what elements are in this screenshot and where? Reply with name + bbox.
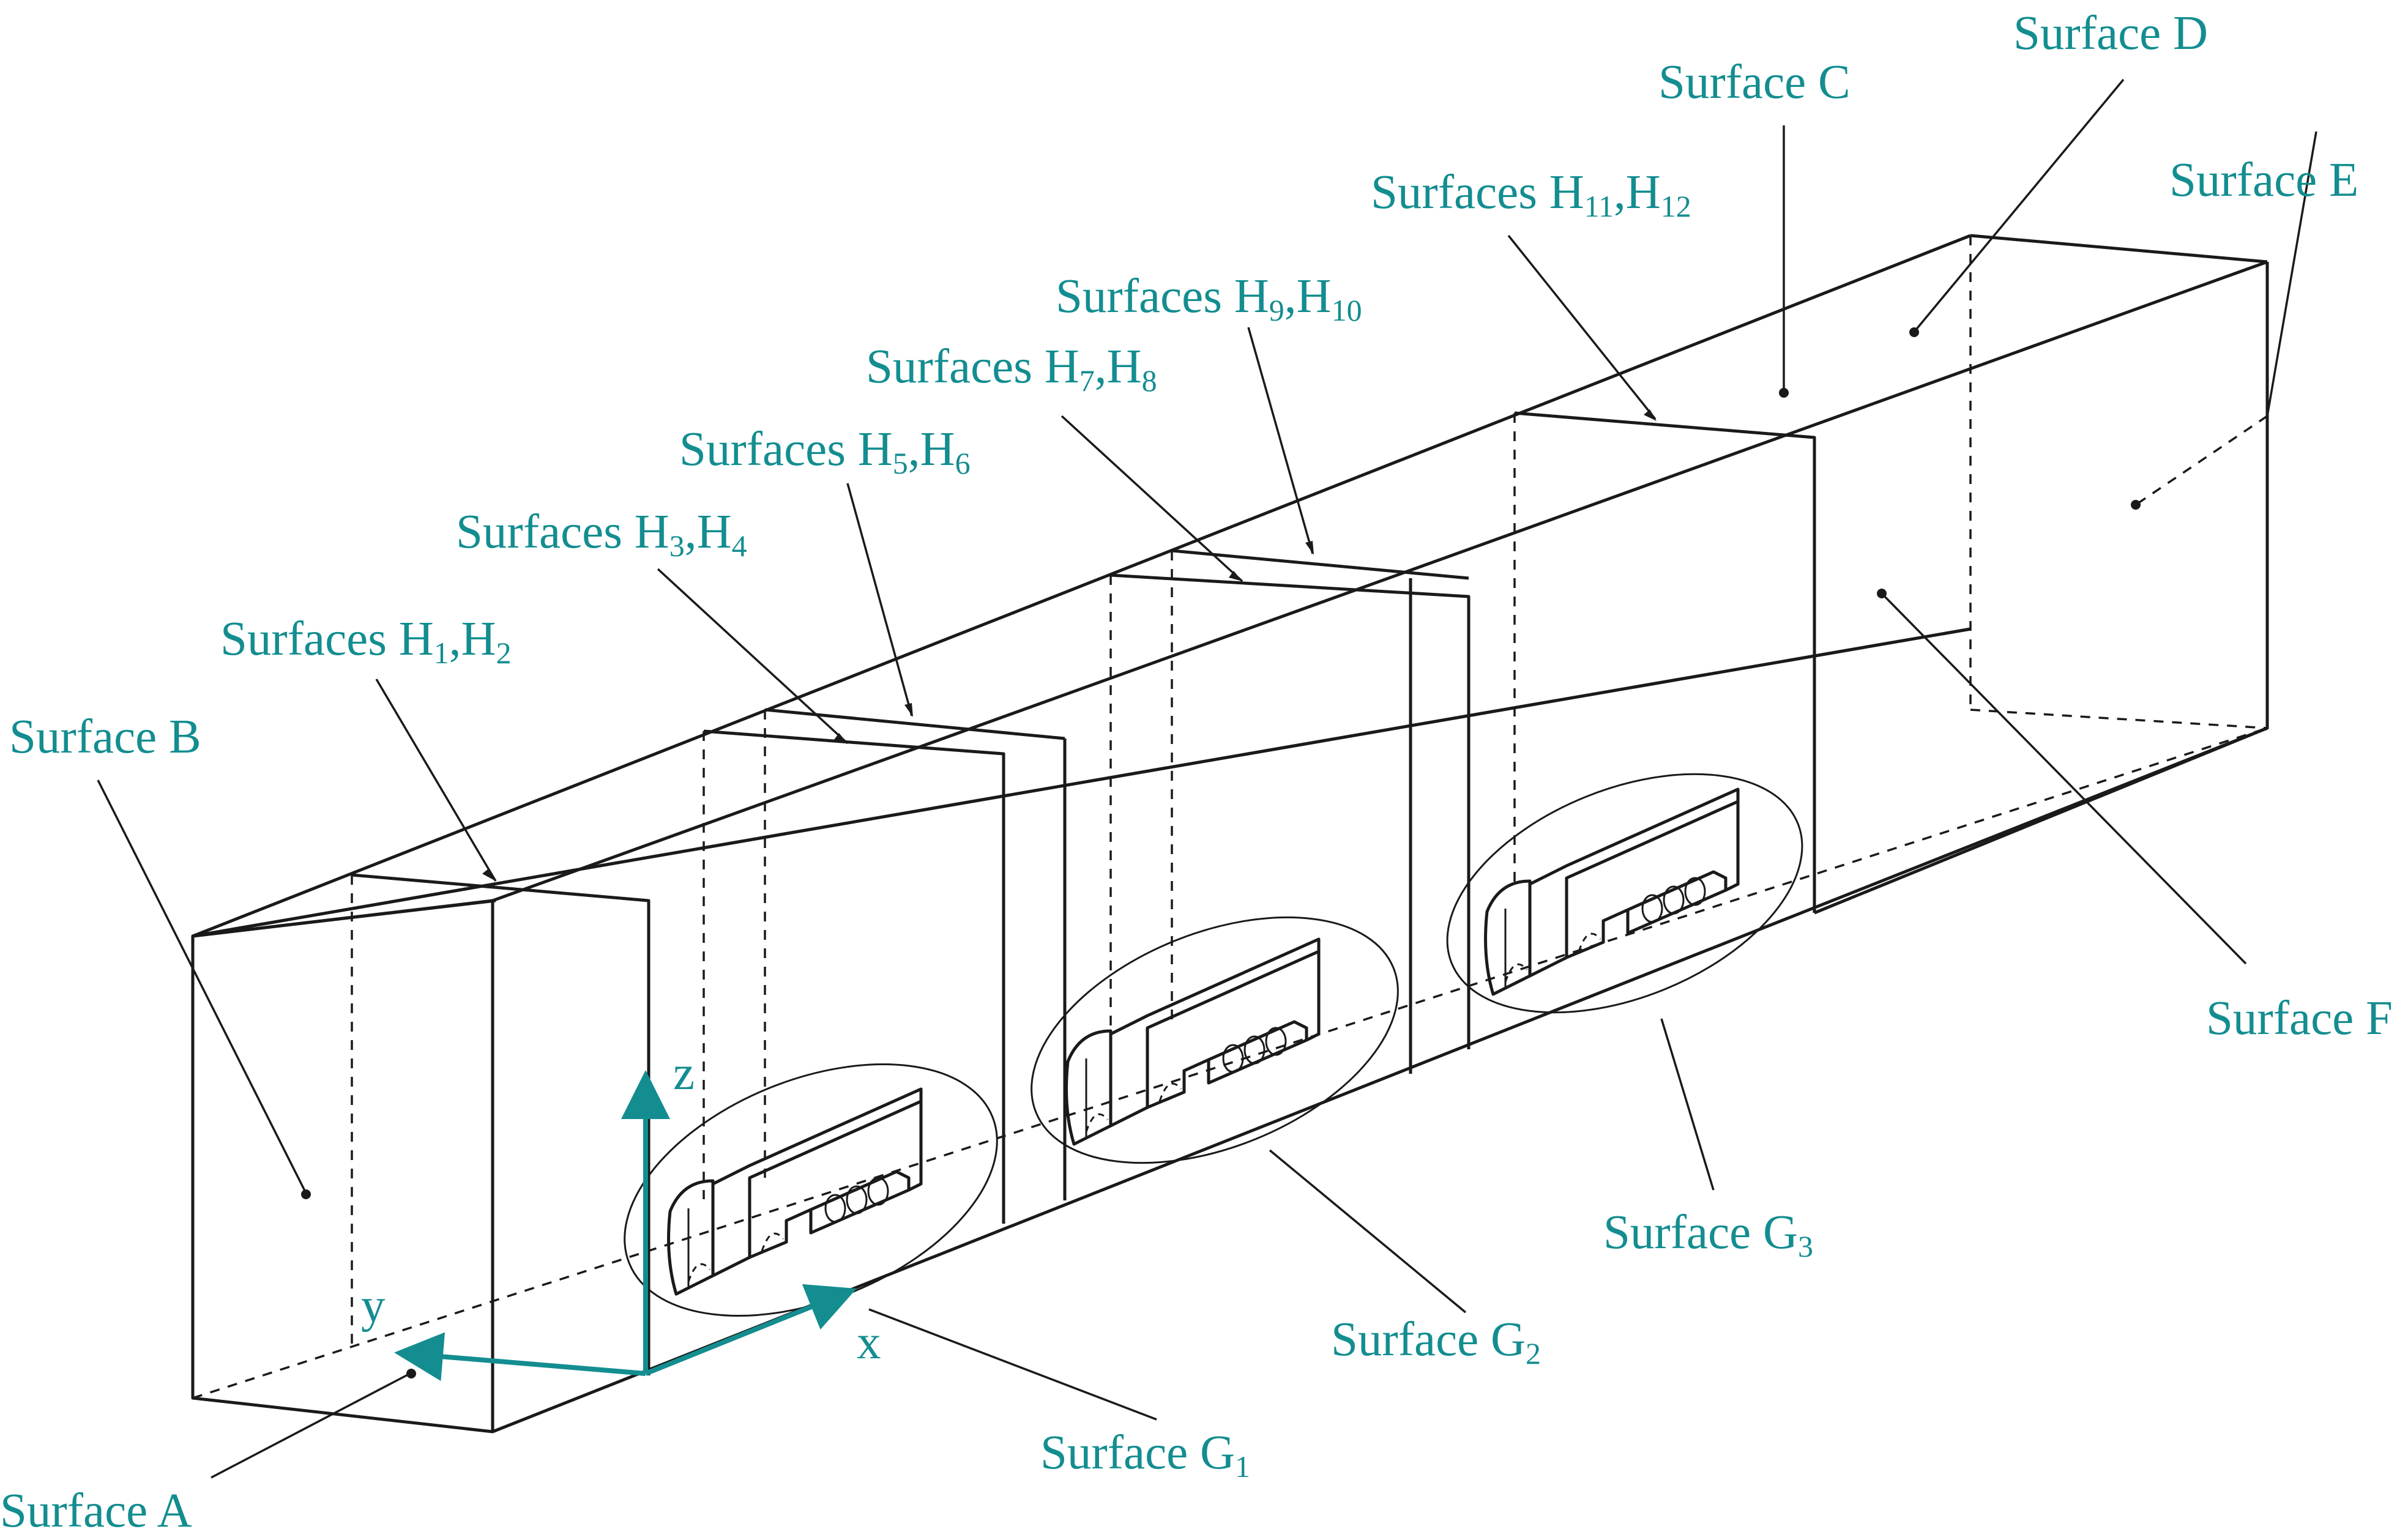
label-surface-g2: Surface G2 [1331, 1313, 1541, 1371]
label-surfaces-h3h4: Surfaces H3,H4 [456, 505, 747, 563]
y-axis-label: y [361, 1279, 386, 1333]
label-surface-f: Surface F [2206, 992, 2393, 1045]
label-surface-c: Surface C [1658, 56, 1851, 109]
y-axis-arrow [394, 1332, 646, 1382]
surface-labels: Surface A Surface B Surface C Surface D … [0, 7, 2393, 1538]
leader-lines [97, 78, 2317, 1479]
z-axis-label: z [673, 1047, 695, 1100]
x-axis-arrow [644, 1284, 857, 1376]
label-surfaces-h1h2: Surfaces H1,H2 [220, 612, 512, 670]
surface-g3-model [1446, 773, 1803, 1014]
domain-box [191, 234, 2269, 1434]
label-surfaces-h5h6: Surfaces H5,H6 [679, 423, 971, 480]
surface-g1-model [624, 1063, 998, 1317]
label-surface-d: Surface D [2013, 7, 2208, 60]
label-surfaces-h9h10: Surfaces H9,H10 [1056, 270, 1362, 327]
label-surfaces-h7h8: Surfaces H7,H8 [866, 340, 1157, 398]
label-surfaces-h11h12: Surfaces H11,H12 [1371, 166, 1691, 223]
label-surface-e: Surface E [2169, 154, 2358, 207]
label-surface-g1: Surface G1 [1040, 1426, 1250, 1484]
label-surface-b: Surface B [9, 710, 201, 764]
x-axis-label: x [857, 1316, 881, 1369]
coordinate-axes: x y z [361, 1047, 881, 1382]
label-surface-g3: Surface G3 [1603, 1206, 1813, 1263]
surface-g2-model [1031, 916, 1399, 1164]
label-surface-a: Surface A [0, 1484, 192, 1538]
